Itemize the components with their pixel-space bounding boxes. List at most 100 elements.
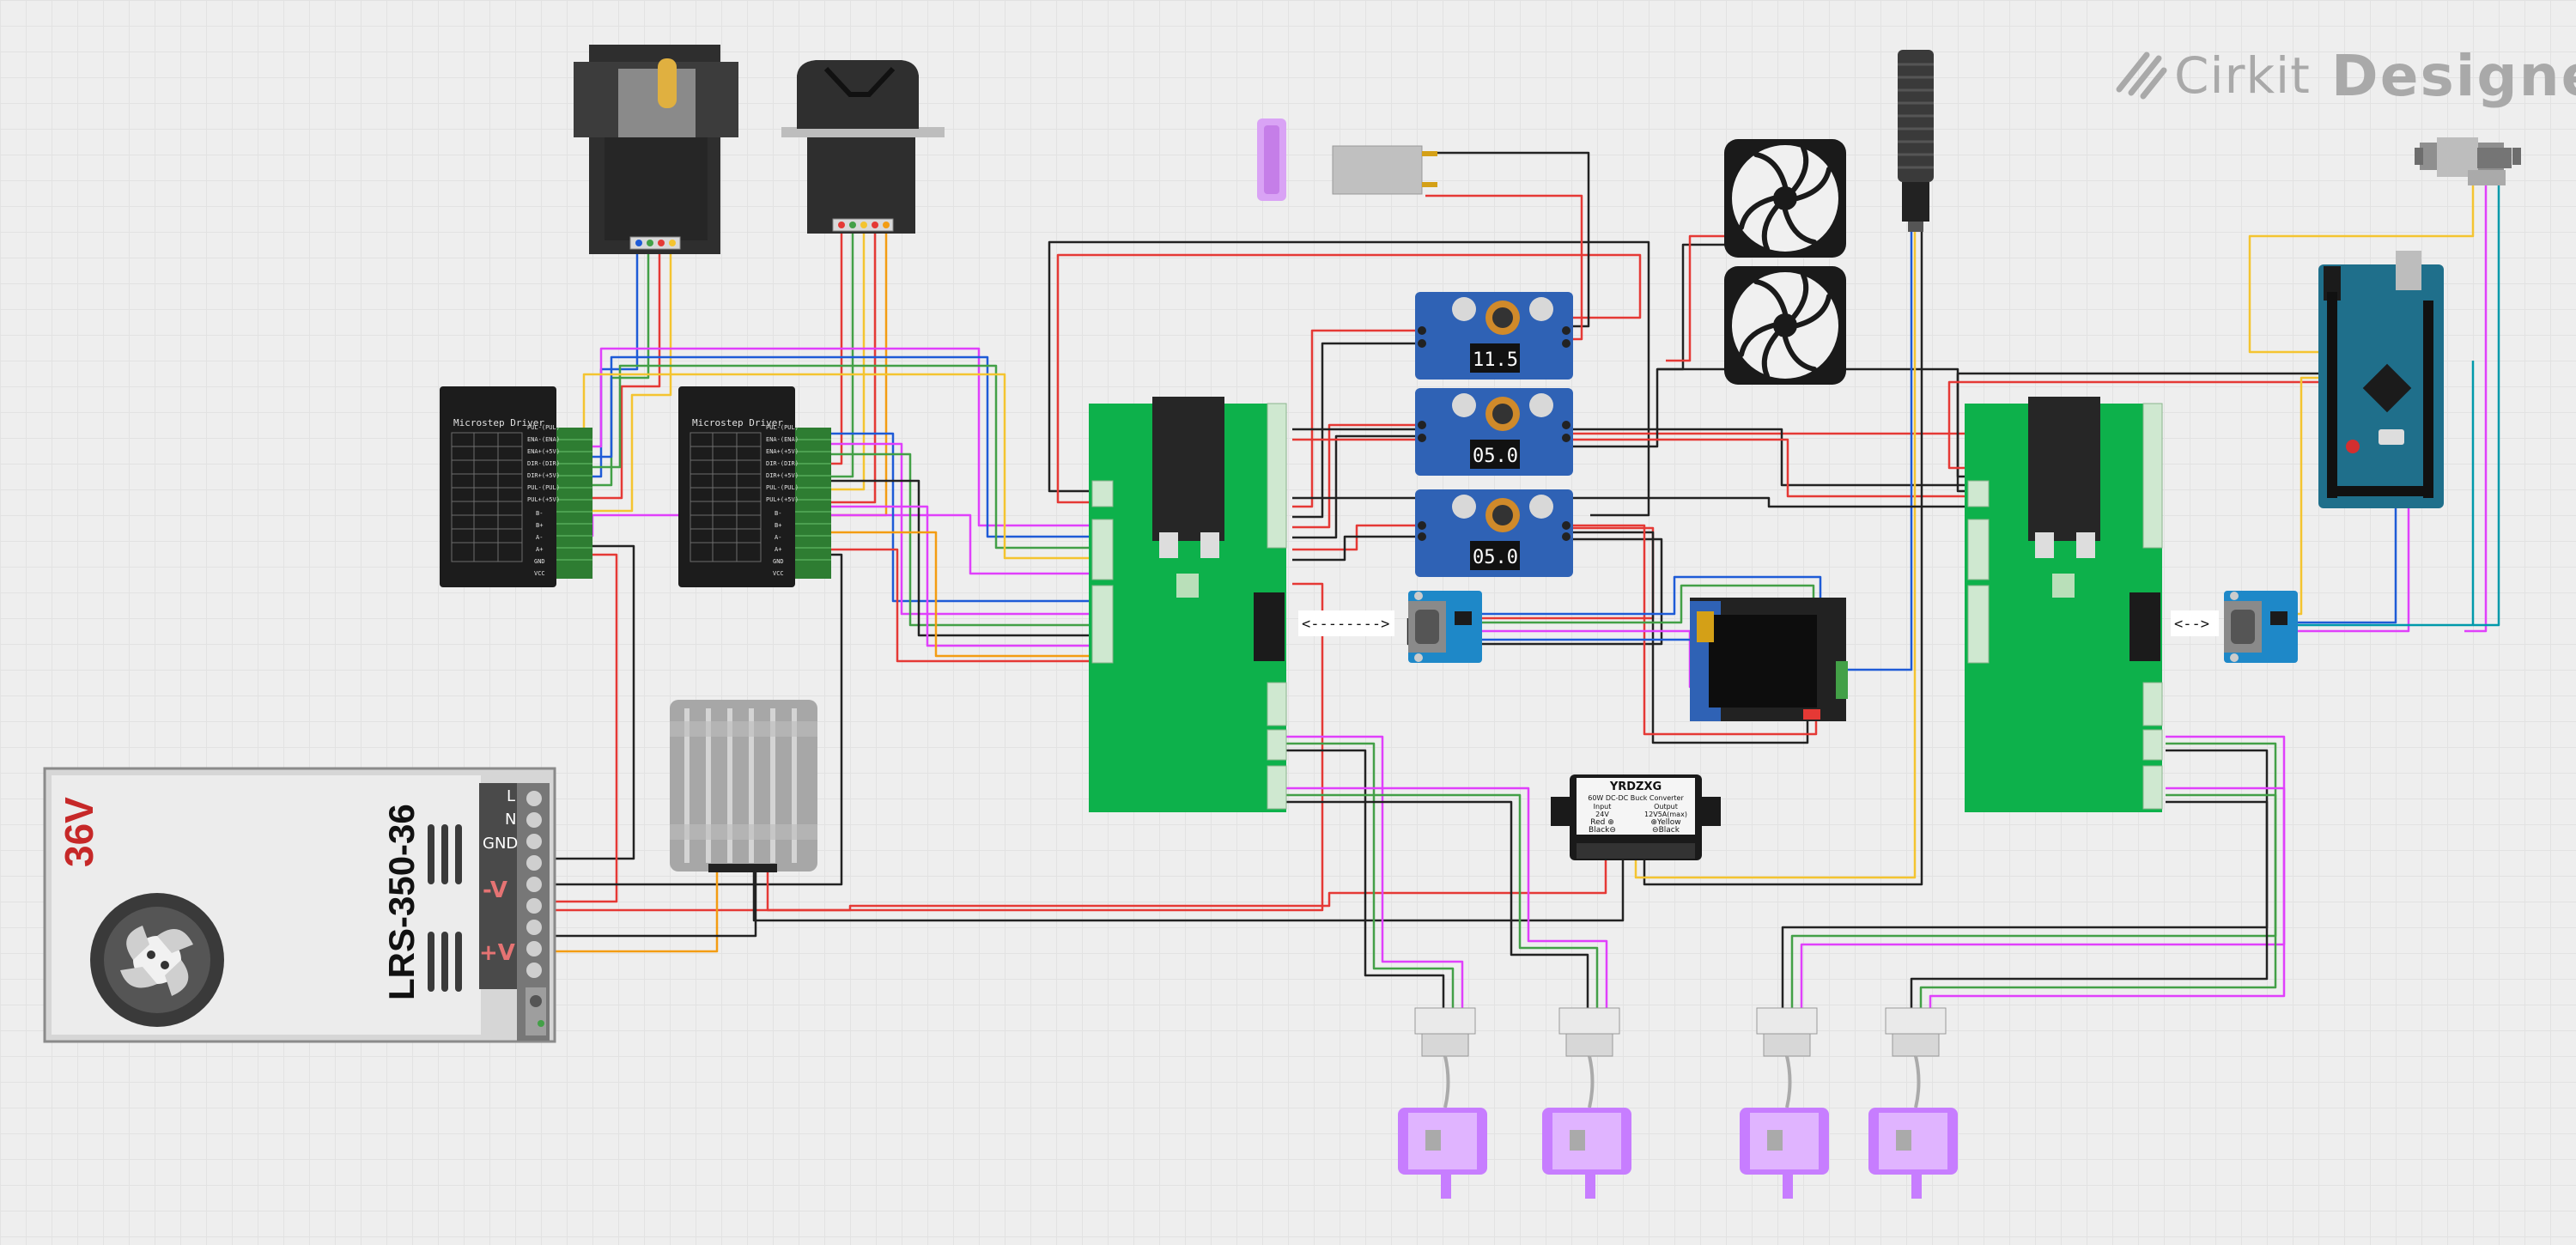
wire xyxy=(1666,234,1726,362)
proximity-sensor[interactable] xyxy=(1898,50,1934,232)
wire xyxy=(532,553,618,903)
buck-display: 11.5 xyxy=(1473,349,1518,371)
lcd-display[interactable] xyxy=(1690,598,1848,721)
controller-board-1[interactable] xyxy=(1089,397,1287,812)
wire xyxy=(1292,428,1965,487)
heating-element[interactable] xyxy=(1332,145,1437,195)
wire xyxy=(2248,185,2475,354)
buck-converter-2[interactable]: 05.0 xyxy=(1415,388,1573,476)
rj45-port[interactable] xyxy=(1254,592,1285,661)
thermal-fuse[interactable] xyxy=(1257,118,1286,201)
wire xyxy=(752,829,1625,922)
wire xyxy=(1292,438,1965,498)
wire xyxy=(1275,786,1608,1009)
heatsink-converter[interactable] xyxy=(670,700,817,872)
buck-display: 05.0 xyxy=(1473,547,1518,568)
stepper-driver-2[interactable]: Microstep Driver PUL-(PUL) ENA-(ENA) ENA… xyxy=(678,386,831,587)
wire xyxy=(532,544,635,860)
motor-bracket xyxy=(618,69,696,137)
wire xyxy=(1910,800,2269,1009)
brand-name-part1: Cirkit xyxy=(2174,46,2311,105)
driver-pin-label: VCC xyxy=(534,570,545,577)
driver-pin-label: DIR+(+5V) xyxy=(527,472,560,479)
servo-motor-1[interactable] xyxy=(1398,1007,1487,1199)
wire xyxy=(812,531,1092,658)
wire xyxy=(812,505,1092,647)
driver-table xyxy=(451,432,523,562)
driver-terminal-block xyxy=(795,428,831,579)
wire xyxy=(574,347,1092,527)
cooling-fan-1[interactable] xyxy=(1724,139,1846,258)
psu-adjust-pot[interactable] xyxy=(526,987,546,1035)
driver-pin-label: A- xyxy=(536,534,543,541)
converter-output-label: Output xyxy=(1654,803,1678,811)
wire xyxy=(574,243,672,513)
converter-wire-label: ⊖Black xyxy=(1652,826,1680,835)
servo-motor-2[interactable] xyxy=(1542,1007,1631,1199)
wire xyxy=(1929,786,2286,1009)
wire xyxy=(1956,372,2318,478)
cooling-fan-2[interactable] xyxy=(1724,266,1846,385)
psu-model-label: LRS-350-36 xyxy=(381,804,422,1000)
driver-pin-label: ENA-(ENA) xyxy=(766,436,799,443)
wire xyxy=(574,364,1092,550)
arduino-mega[interactable] xyxy=(2318,251,2444,508)
driver-pin-label: PUL+(+5V) xyxy=(766,496,799,503)
wire xyxy=(1275,749,1445,1009)
driver-pin-label: GND xyxy=(773,558,784,565)
heatsink-block xyxy=(2028,397,2100,541)
wire xyxy=(532,872,719,953)
wire xyxy=(574,243,661,500)
wire xyxy=(812,432,1092,603)
converter-wire-label: ⊕Yellow xyxy=(1650,818,1680,827)
driver-pin-label: VCC xyxy=(773,570,784,577)
driver-title: Microstep Driver xyxy=(453,417,544,428)
heatsink-block xyxy=(1152,397,1224,541)
brand-name-part2: Designer xyxy=(2330,42,2576,109)
wire xyxy=(1571,531,1809,744)
converter-input-value: 24V xyxy=(1595,811,1609,818)
driver-pin-label: A+ xyxy=(536,546,543,553)
driver-pin-label: PUL-(PUL) xyxy=(766,484,799,491)
servo-motor-3[interactable] xyxy=(1740,1007,1829,1199)
rotary-sensor[interactable] xyxy=(2415,137,2521,185)
serial-link-arrow-label: <--> xyxy=(2174,616,2209,633)
servo-motor-4[interactable] xyxy=(1868,1007,1958,1199)
wire xyxy=(1657,243,1726,371)
wire xyxy=(812,225,877,504)
stepper-driver-1[interactable]: Microstep Driver PUL-(PUL) ENA-(ENA) ENA… xyxy=(440,386,592,587)
wire xyxy=(812,442,1092,616)
driver-pin-label: ENA-(ENA) xyxy=(527,436,560,443)
wire xyxy=(1947,380,2318,470)
driver-pin-label: A+ xyxy=(775,546,781,553)
brand-logo: Cirkit Designer xyxy=(2112,41,2576,110)
motor-face xyxy=(781,127,945,137)
psu-terminal-label: -V xyxy=(483,878,507,903)
wire xyxy=(1292,434,1421,539)
converter-title: 60W DC-DC Buck Converter xyxy=(1588,794,1684,802)
stepper-motor-2[interactable] xyxy=(781,60,945,234)
rs485-module-2[interactable] xyxy=(2224,591,2298,663)
stepper-motor-1[interactable] xyxy=(574,45,738,254)
converter-wire-label: Black⊖ xyxy=(1589,826,1616,835)
power-supply[interactable]: 36V LRS-350-36 L N GND -V +V xyxy=(43,767,556,1043)
wire xyxy=(532,872,757,938)
driver-pin-label: B+ xyxy=(775,522,781,529)
wire xyxy=(1425,151,1590,328)
buck-converter-3[interactable]: 05.0 xyxy=(1415,489,1573,577)
wiring xyxy=(532,151,2500,1009)
controller-board-2[interactable] xyxy=(1965,397,2163,812)
wire xyxy=(2464,185,2488,633)
wire xyxy=(1425,194,1583,341)
wire xyxy=(812,548,1092,663)
wire xyxy=(1292,329,1421,508)
dc-dc-converter[interactable]: YRDZXG 60W DC-DC Buck Converter Input Ou… xyxy=(1551,774,1721,860)
psu-terminal-label: +V xyxy=(479,940,515,966)
driver-pin-label: B- xyxy=(775,510,781,517)
rs485-module-1[interactable] xyxy=(1408,591,1482,663)
rj45-port[interactable] xyxy=(2129,592,2160,661)
buck-converter-1[interactable]: 11.5 xyxy=(1415,292,1573,380)
driver-pin-label: PUL-(PUL) xyxy=(527,424,560,431)
converter-wire-label: Red ⊕ xyxy=(1590,818,1614,827)
wire xyxy=(1844,232,1913,671)
